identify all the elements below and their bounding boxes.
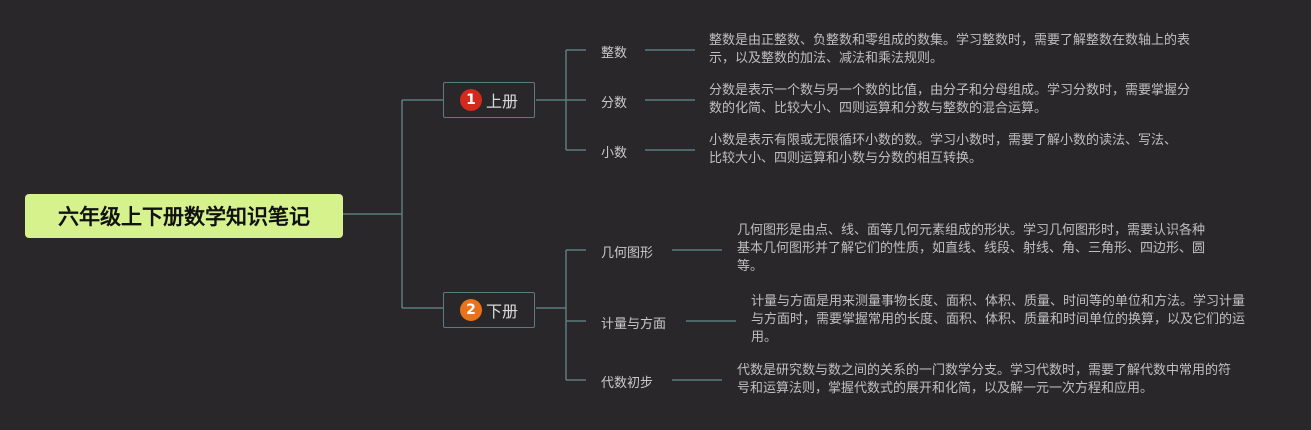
note-geometry: 几何图形是由点、线、面等几何元素组成的形状。学习几何图形时，需要认识各种基本几何… bbox=[737, 223, 1206, 274]
branch-node-lower-volume[interactable]: 2 下册 bbox=[443, 292, 535, 328]
topic-measurement[interactable]: 计量与方面 bbox=[601, 317, 667, 332]
topic-geometry[interactable]: 几何图形 bbox=[601, 246, 654, 261]
branch-node-upper-volume[interactable]: 1 上册 bbox=[443, 82, 535, 118]
note-algebra: 代数是研究数与数之间的关系的一门数学分支。学习代数时，需要了解代数中常用的符号和… bbox=[737, 363, 1232, 396]
note-decimals: 小数是表示有限或无限循环小数的数。学习小数时，需要了解小数的读法、写法、比较大小… bbox=[709, 133, 1178, 166]
topic-integers[interactable]: 整数 bbox=[601, 46, 628, 61]
root-node[interactable]: 六年级上下册数学知识笔记 bbox=[25, 194, 343, 238]
topic-fractions[interactable]: 分数 bbox=[601, 96, 628, 111]
topic-algebra[interactable]: 代数初步 bbox=[601, 376, 654, 391]
note-integers: 整数是由正整数、负整数和零组成的数集。学习整数时，需要了解整数在数轴上的表示，以… bbox=[709, 33, 1191, 66]
note-measurement: 计量与方面是用来测量事物长度、面积、体积、质量、时间等的单位和方法。学习计量与方… bbox=[751, 294, 1246, 345]
root-title: 六年级上下册数学知识笔记 bbox=[58, 205, 310, 229]
priority-1-badge-icon: 1 bbox=[459, 89, 482, 111]
branch-label: 下册 bbox=[485, 302, 518, 321]
topic-decimals[interactable]: 小数 bbox=[601, 146, 628, 161]
branch-label: 上册 bbox=[485, 92, 518, 111]
note-fractions: 分数是表示一个数与另一个数的比值，由分子和分母组成。学习分数时，需要掌握分数的化… bbox=[709, 83, 1191, 116]
priority-2-badge-icon: 2 bbox=[459, 299, 482, 321]
